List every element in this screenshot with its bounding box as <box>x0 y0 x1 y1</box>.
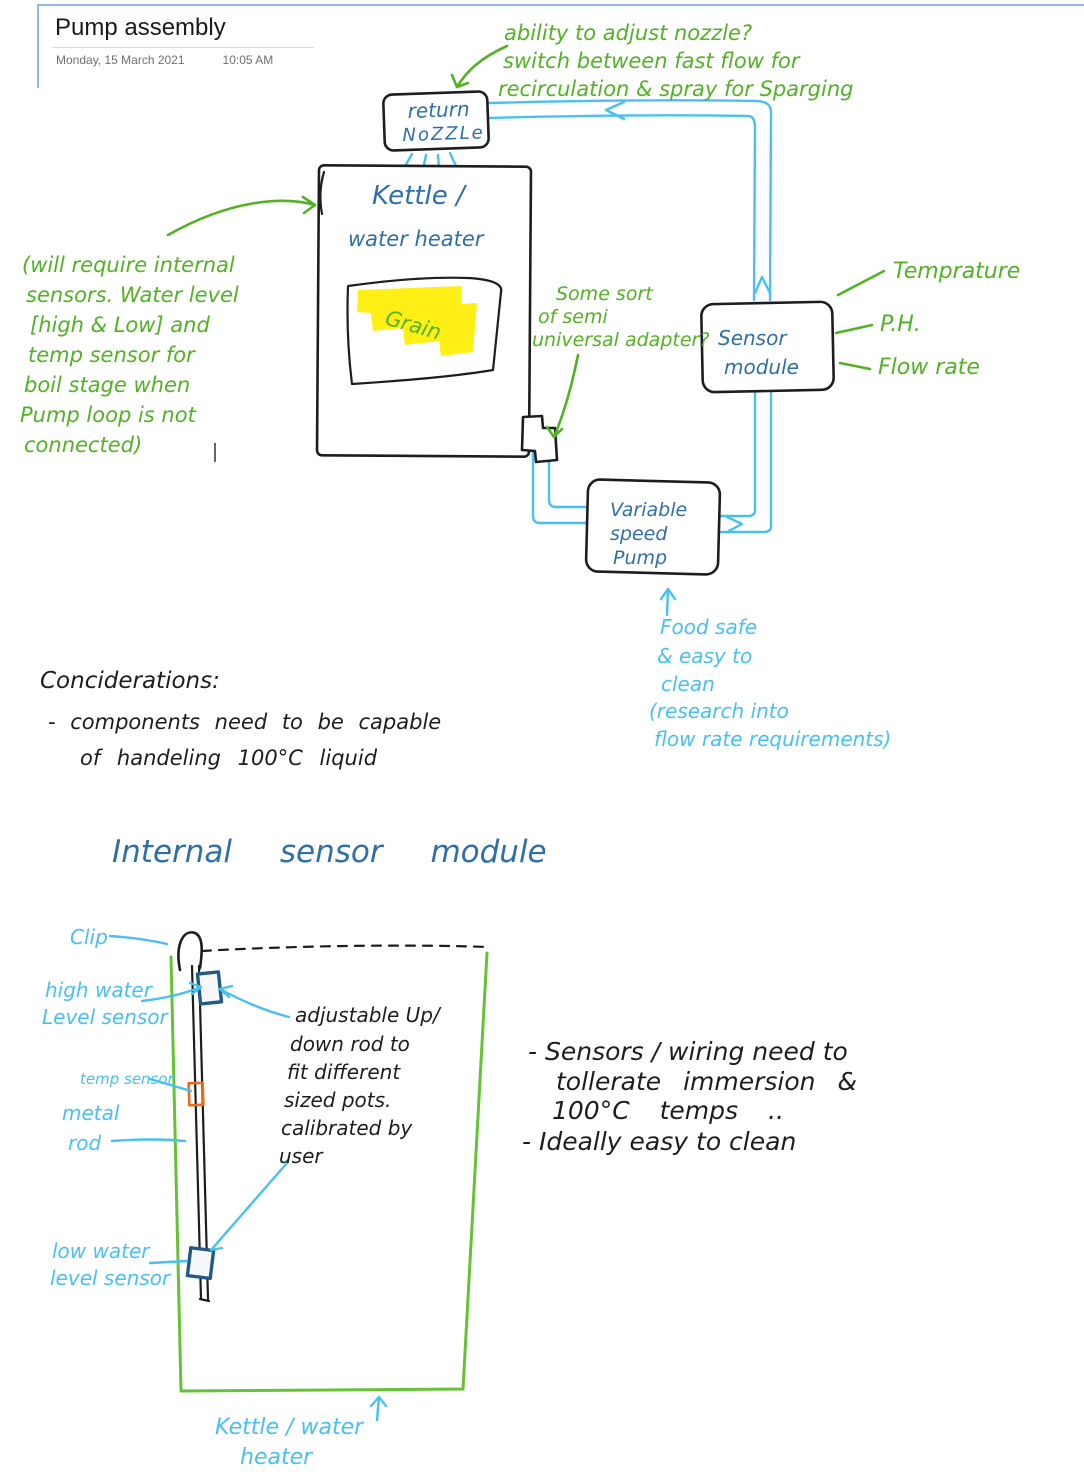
right-note-line-4: - Ideally easy to clean <box>522 1127 796 1156</box>
pump-loop-diagram: Grain return NoZZLe Kettle / water heate… <box>20 21 1020 751</box>
high-water-label-1: high water <box>45 978 154 1002</box>
temp-sensor-label: temp sensor <box>80 1070 175 1088</box>
sensor-label-flow-rate: Flow rate <box>878 355 980 380</box>
low-water-pointer-line <box>148 1259 189 1265</box>
kettle-note-line-3: [high & Low] and <box>30 313 210 337</box>
considerations-note: Conciderations: - components need to be … <box>40 668 441 770</box>
considerations-line-2: of handeling 100°C liquid <box>80 746 378 770</box>
considerations-heading: Conciderations: <box>40 668 220 694</box>
pump-note-line-3: clean <box>661 672 715 696</box>
kettle-note-line-7: connected) <box>24 433 142 457</box>
kettle-note-line-1: (will require internal <box>22 253 235 277</box>
tube-sensor-to-pump-inner <box>719 390 757 518</box>
adapter-note-arrow <box>545 353 580 439</box>
kettle-note-line-4: temp sensor for <box>28 343 196 367</box>
adjust-note-line-3: fit different <box>287 1060 401 1084</box>
sensor-module-label-1: Sensor <box>718 326 788 350</box>
adjust-note-line-4: sized pots. <box>284 1088 391 1112</box>
tube-kettle-to-pump-outer <box>531 439 589 525</box>
pump-note-arrow <box>659 587 677 617</box>
adjust-note-to-low-sensor-arrow <box>209 1161 289 1252</box>
adjust-note-to-high-sensor-arrow <box>218 984 291 1019</box>
tube-sensor-to-pump-outer <box>719 390 773 534</box>
adapter-note-line-1: Some sort <box>556 283 654 305</box>
kettle-outlet-fitting <box>520 414 559 464</box>
page-meta: Monday, 15 March 2021 10:05 AM <box>56 53 273 67</box>
pump-label-1: Variable <box>610 499 687 521</box>
page-title[interactable]: Pump assembly <box>55 14 226 41</box>
sensor-module-box <box>700 300 835 394</box>
right-note-line-2: tollerate immersion & <box>556 1067 857 1096</box>
internal-module-heading: Internal sensor module <box>112 834 547 870</box>
rod-hook <box>177 931 203 972</box>
nozzle-spray-marks <box>402 151 458 171</box>
nozzle-note-line-2: switch between fast flow for <box>503 49 801 73</box>
clip-label: Clip <box>70 925 108 949</box>
right-note-line-1: - Sensors / wiring need to <box>528 1037 848 1066</box>
kettle-caption-2: heater <box>240 1445 314 1470</box>
high-water-label-2: Level sensor <box>42 1005 170 1029</box>
kettle-note-line-2: sensors. Water level <box>26 283 239 307</box>
kettle-caption-arrow <box>369 1395 388 1422</box>
pump-label-2: speed <box>610 523 668 545</box>
kettle-label-1: Kettle / <box>372 181 468 211</box>
tube-kettle-to-pump-inner <box>547 442 589 509</box>
adapter-note-line-2: of semi <box>538 306 608 328</box>
adjust-note-line-5: calibrated by <box>281 1116 413 1140</box>
nozzle-note-line-3: recirculation & spray for Sparging <box>498 77 853 101</box>
return-nozzle-box <box>382 90 490 152</box>
kettle-caption-1: Kettle / water <box>215 1415 365 1440</box>
metal-rod-label-2: rod <box>68 1131 101 1155</box>
kettle-outline <box>169 951 489 1393</box>
right-note-line-3: 100°C temps .. <box>552 1096 784 1125</box>
adjust-note-line-1: adjustable Up/ <box>295 1003 442 1027</box>
page-date: Monday, 15 March 2021 <box>56 53 185 67</box>
pump-label-3: Pump <box>613 547 667 569</box>
adjust-note-line-6: user <box>279 1144 324 1168</box>
metal-rod-lines <box>190 964 211 1303</box>
metal-rod-pointer-line <box>110 1138 187 1143</box>
kettle-top-dashed-line <box>200 944 491 953</box>
flow-arrow-up-icon <box>753 275 772 295</box>
temp-sensor <box>187 1081 205 1107</box>
metal-rod-label-1: metal <box>62 1101 120 1125</box>
low-water-label-1: low water <box>52 1239 151 1263</box>
high-water-pointer-arrow <box>140 981 203 1003</box>
adapter-note-line-3: universal adapter? <box>532 329 709 351</box>
adjust-note-line-2: down rod to <box>290 1032 410 1056</box>
clip-pointer-line <box>108 934 169 946</box>
considerations-line-1: - components need to be capable <box>48 710 441 734</box>
pump-note-line-4: (research into <box>649 699 789 723</box>
kettle-note-arrow <box>166 195 317 237</box>
temp-sensor-pointer-line <box>148 1077 193 1093</box>
kettle-note-line-6: Pump loop is not <box>20 403 197 427</box>
grain-highlight <box>357 286 477 356</box>
page-edge-left <box>37 4 39 88</box>
low-water-sensor <box>185 1246 216 1281</box>
tube-nozzle-to-sensor-outer <box>487 99 773 302</box>
title-underline <box>52 47 314 48</box>
nozzle-note-line-1: ability to adjust nozzle? <box>504 21 752 45</box>
sensor-label-ph: P.H. <box>880 312 921 337</box>
tube-nozzle-to-sensor-inner <box>487 114 757 302</box>
sensor-label-lines <box>834 269 886 371</box>
page-edge-top <box>37 4 1084 6</box>
return-nozzle-label-1: return <box>407 97 470 123</box>
kettle-pen-stray <box>319 170 326 216</box>
internal-sensor-diagram: Internal sensor module Clip high water L… <box>42 834 857 1470</box>
pump-note-line-1: Food safe <box>660 615 757 639</box>
return-nozzle-label-2: NoZZLe <box>402 122 485 146</box>
flow-arrow-left-icon <box>604 100 626 121</box>
nozzle-note-arrow <box>450 44 509 89</box>
low-water-label-2: level sensor <box>50 1266 172 1290</box>
pump-box <box>584 478 722 576</box>
page-time: 10:05 AM <box>222 53 274 67</box>
pump-note-line-2: & easy to <box>657 644 752 668</box>
flow-arrow-right-icon <box>725 515 744 534</box>
sensor-module-label-2: module <box>724 355 799 379</box>
sensor-label-temperature: Temprature <box>893 259 1020 284</box>
pump-note-line-5: flow rate requirements) <box>654 727 891 751</box>
kettle-label-2: water heater <box>348 227 485 251</box>
kettle-note-line-5: boil stage when <box>24 373 190 397</box>
